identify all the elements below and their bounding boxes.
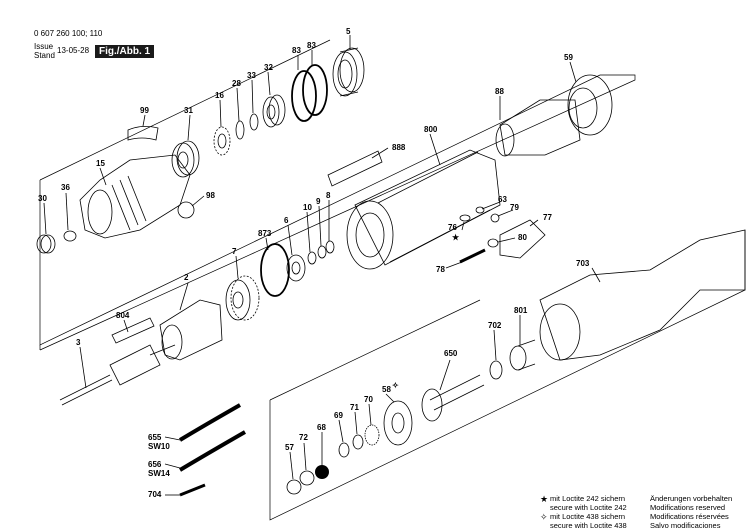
- part-label-72: 72: [299, 433, 308, 442]
- part-label-873: 873: [258, 229, 272, 238]
- part-label-9: 9: [316, 197, 321, 206]
- part-label-655: 655: [148, 433, 162, 442]
- part-sublabel-656: SW14: [148, 469, 170, 478]
- part-label-656: 656: [148, 460, 162, 469]
- part-label-650: 650: [444, 349, 458, 358]
- part-label-77: 77: [543, 213, 552, 222]
- part-sublabel-655: SW10: [148, 442, 170, 451]
- part-label-801: 801: [514, 306, 528, 315]
- part-label-3: 3: [76, 338, 81, 347]
- part-label-76: 76: [448, 223, 457, 232]
- part-label-5: 5: [346, 27, 351, 36]
- loctite-438-de: mit Loctite 438 sichern: [550, 512, 626, 521]
- modifications-fr: Modifications réservées: [650, 512, 729, 521]
- part-label-702: 702: [488, 321, 502, 330]
- loctite-242-en: secure with Loctite 242: [550, 503, 627, 512]
- part-label-36: 36: [61, 183, 70, 192]
- part-label-28: 28: [232, 79, 241, 88]
- part-label-15: 15: [96, 159, 105, 168]
- part-label-33: 33: [247, 71, 256, 80]
- part-label-10: 10: [303, 203, 312, 212]
- part-label-57: 57: [285, 443, 294, 452]
- part-label-99: 99: [140, 106, 149, 115]
- part-label-98: 98: [206, 191, 215, 200]
- diamond-marker-58: ✧: [392, 381, 399, 390]
- part-label-70: 70: [364, 395, 373, 404]
- loctite-242-de: mit Loctite 242 sichern: [550, 494, 626, 503]
- part-label-16: 16: [215, 91, 224, 100]
- star-marker-76: ★: [452, 233, 460, 242]
- part-label-704: 704: [148, 490, 162, 499]
- part-label-78: 78: [436, 265, 445, 274]
- part-68-ball: [315, 465, 329, 479]
- issue-date: 13-05-28: [57, 46, 90, 55]
- star-icon: ★: [540, 494, 549, 504]
- part-label-88: 88: [495, 87, 504, 96]
- part-label-68: 68: [317, 423, 326, 432]
- part-label-6: 6: [284, 216, 289, 225]
- part-label-804: 804: [116, 311, 130, 320]
- part-label-79: 79: [510, 203, 519, 212]
- part-label-7: 7: [232, 247, 237, 256]
- figure-label: Fig./Abb. 1: [95, 45, 155, 58]
- loctite-438-en: secure with Loctite 438: [550, 521, 627, 530]
- part-label-83b: 83: [292, 46, 301, 55]
- part-label-8: 8: [326, 191, 331, 200]
- part-label-800: 800: [424, 125, 438, 134]
- part-label-83a: 83: [307, 41, 316, 50]
- part-label-32: 32: [264, 63, 273, 72]
- issue-label: Issue: [34, 42, 54, 51]
- part-label-71: 71: [350, 403, 359, 412]
- modifications-es: Salvo modificaciones: [650, 521, 721, 530]
- part-label-703: 703: [576, 259, 590, 268]
- part-label-58: 58: [382, 385, 391, 394]
- part-label-63: 63: [498, 195, 507, 204]
- part-label-80: 80: [518, 233, 527, 242]
- modifications-de: Änderungen vorbehalten: [650, 494, 733, 503]
- part-label-59: 59: [564, 53, 573, 62]
- part-label-31: 31: [184, 106, 193, 115]
- part-label-69: 69: [334, 411, 343, 420]
- diamond-icon: ✧: [540, 512, 548, 522]
- stand-label: Stand: [34, 51, 55, 60]
- part-label-888: 888: [392, 143, 406, 152]
- part-label-2: 2: [184, 273, 189, 282]
- part-label-30: 30: [38, 194, 47, 203]
- doc-number: 0 607 260 100; 110: [34, 29, 103, 38]
- modifications-en: Modifications reserved: [650, 503, 726, 512]
